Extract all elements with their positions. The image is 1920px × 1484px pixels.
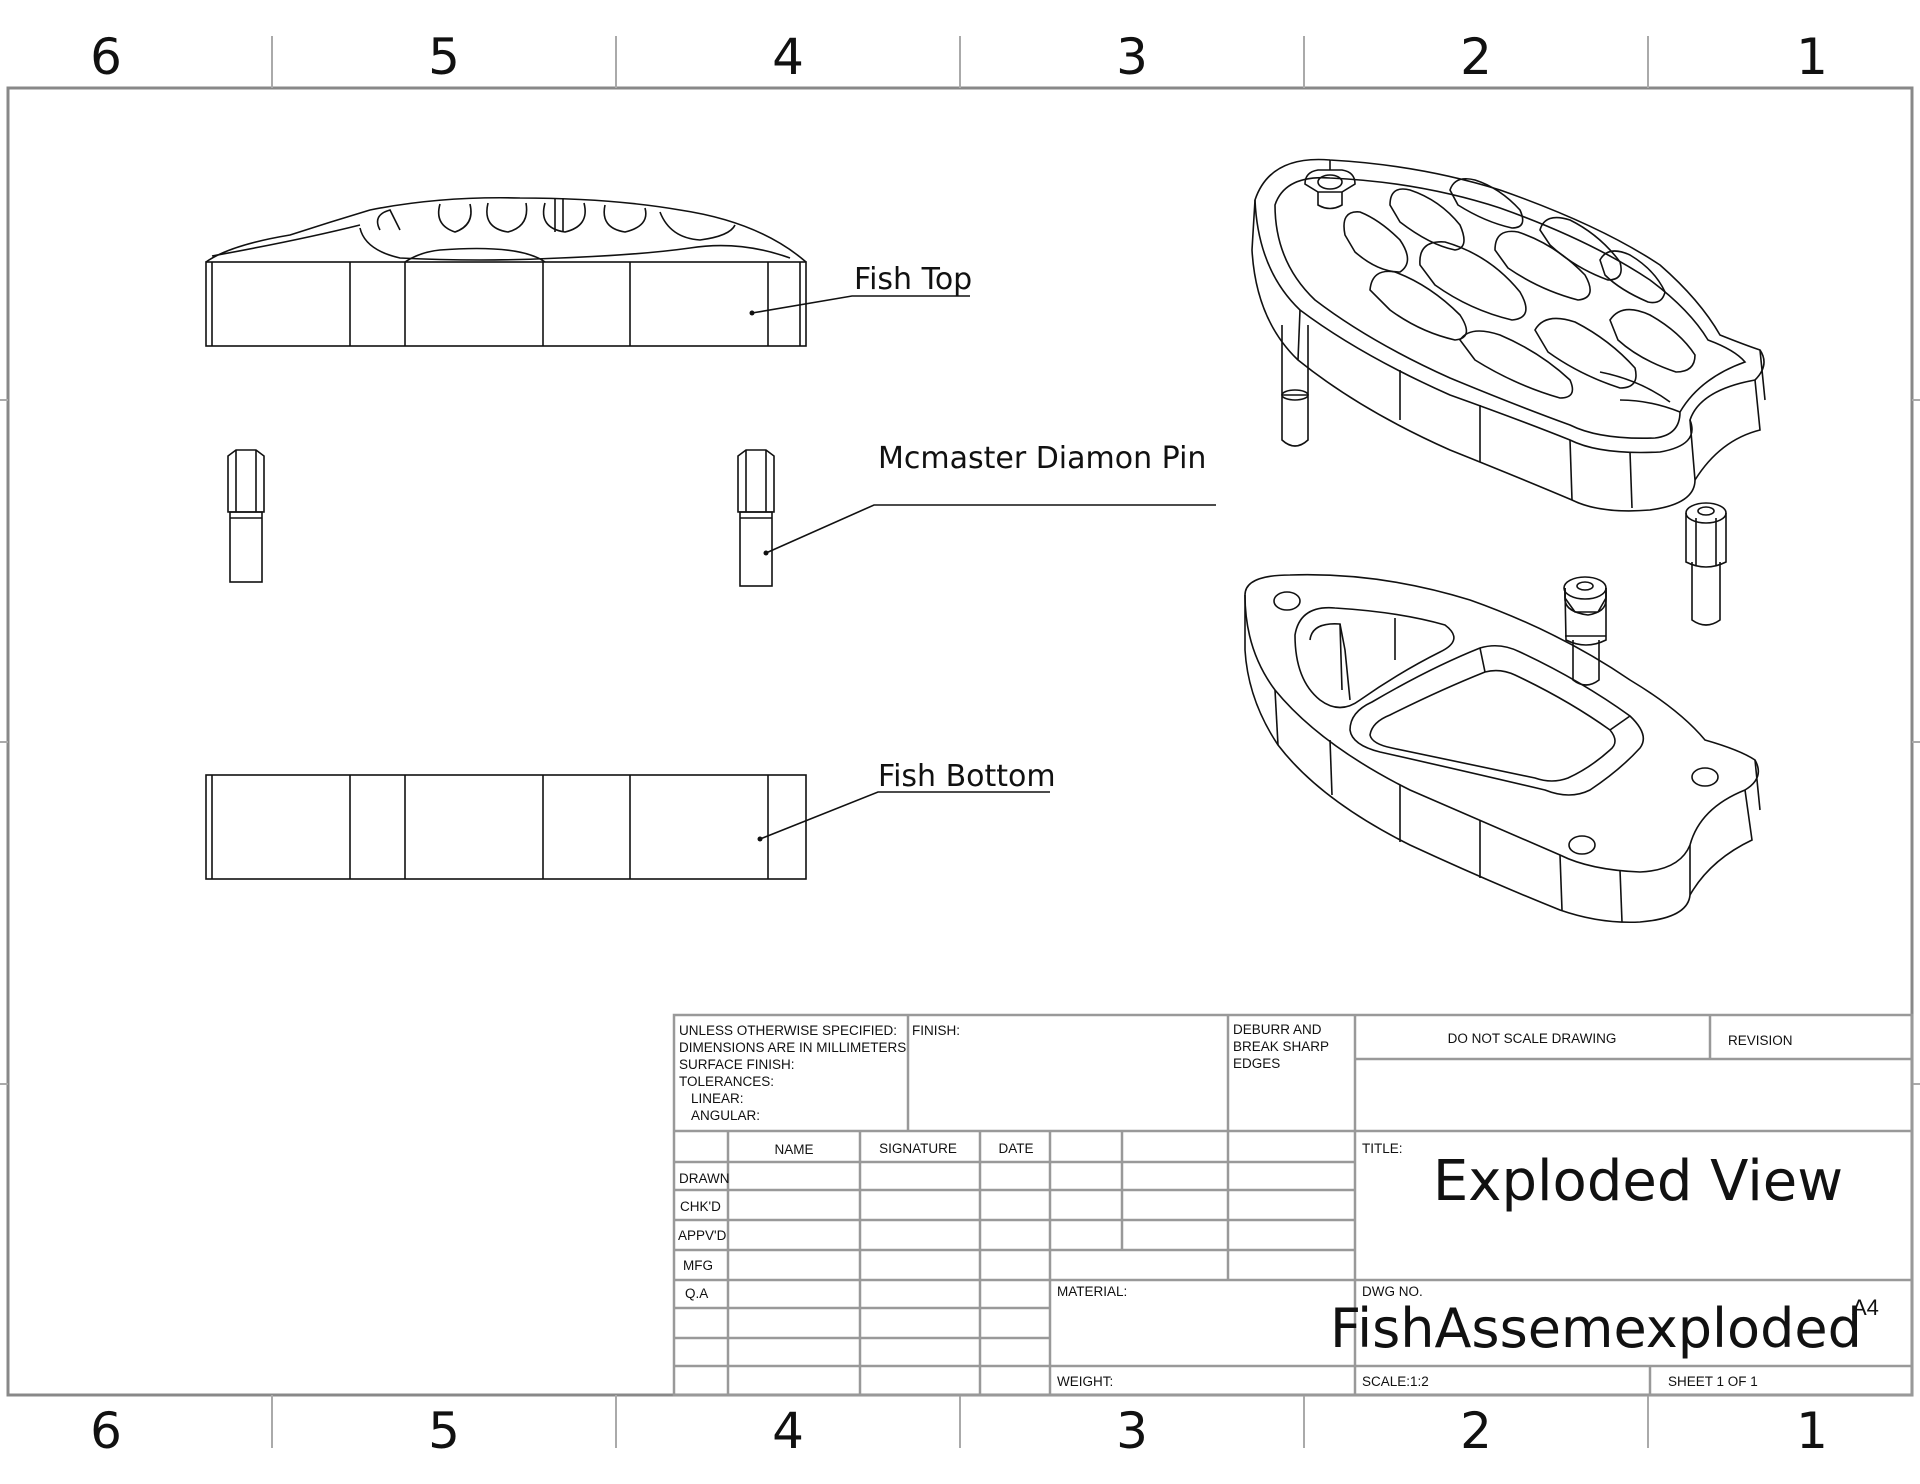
tolerance-line: DIMENSIONS ARE IN MILLIMETERS <box>679 1040 906 1055</box>
weight-label: WEIGHT: <box>1057 1374 1113 1389</box>
callout-fish-bottom: Fish Bottom <box>878 759 1056 794</box>
zone-label: 6 <box>90 1402 122 1460</box>
zone-label: 5 <box>428 1402 460 1460</box>
material-label: MATERIAL: <box>1057 1284 1127 1299</box>
finish-label: FINISH: <box>912 1023 960 1038</box>
fish-bottom-side-view <box>205 774 807 880</box>
tolerance-line: UNLESS OTHERWISE SPECIFIED: <box>679 1023 897 1038</box>
zone-label: 4 <box>772 1402 804 1460</box>
zone-ticks <box>0 36 1920 1448</box>
drawing-number: FishAssemexploded <box>1330 1297 1862 1360</box>
zone-label: 1 <box>1796 1402 1828 1460</box>
sheet-number: SHEET 1 OF 1 <box>1668 1374 1758 1389</box>
deburr-line: EDGES <box>1233 1056 1280 1071</box>
do-not-scale-note: DO NOT SCALE DRAWING <box>1448 1031 1617 1046</box>
zone-label: 2 <box>1460 1402 1492 1460</box>
row-label: CHK'D <box>680 1199 721 1214</box>
fish-bottom-isometric <box>1244 573 1761 924</box>
fish-top-side-view <box>205 196 807 347</box>
callout-fish-top: Fish Top <box>854 262 972 297</box>
tolerance-line: LINEAR: <box>691 1091 744 1106</box>
pin-left <box>227 449 265 583</box>
zone-label: 4 <box>772 28 804 86</box>
sheet-size: A4 <box>1852 1295 1879 1320</box>
callout-pin: Mcmaster Diamon Pin <box>878 441 1206 476</box>
zone-label: 1 <box>1796 28 1828 86</box>
zone-label: 6 <box>90 28 122 86</box>
revision-label: REVISION <box>1728 1033 1793 1048</box>
zone-label: 3 <box>1116 1402 1148 1460</box>
fish-bottom-callout: Fish Bottom <box>757 759 1056 842</box>
pin-right <box>737 449 775 587</box>
row-label: DRAWN <box>679 1171 730 1186</box>
row-label: APPV'D <box>678 1228 727 1243</box>
pin-isometric-center <box>1563 576 1607 686</box>
zone-label: 2 <box>1460 28 1492 86</box>
column-header: DATE <box>998 1141 1033 1156</box>
title-block: UNLESS OTHERWISE SPECIFIED: DIMENSIONS A… <box>672 1013 1914 1397</box>
title-label: TITLE: <box>1362 1141 1403 1156</box>
zone-labels-top: 6 5 4 3 2 1 <box>90 28 1828 86</box>
dwg-no-label: DWG NO. <box>1362 1284 1423 1299</box>
fish-top-callout: Fish Top <box>749 262 972 316</box>
pin-callout: Mcmaster Diamon Pin <box>763 441 1216 556</box>
zone-label: 5 <box>428 28 460 86</box>
tolerance-line: SURFACE FINISH: <box>679 1057 795 1072</box>
column-header: SIGNATURE <box>879 1141 957 1156</box>
column-header: NAME <box>774 1142 813 1157</box>
drawing-title: Exploded View <box>1433 1149 1843 1214</box>
row-label: MFG <box>683 1258 713 1273</box>
zone-label: 3 <box>1116 28 1148 86</box>
deburr-line: BREAK SHARP <box>1233 1039 1329 1054</box>
pin-isometric-right <box>1685 502 1727 626</box>
deburr-line: DEBURR AND <box>1233 1022 1322 1037</box>
tolerance-line: ANGULAR: <box>691 1108 760 1123</box>
fish-top-isometric <box>1251 158 1766 512</box>
scale-label: SCALE:1:2 <box>1362 1374 1429 1389</box>
zone-labels-bottom: 6 5 4 3 2 1 <box>90 1402 1828 1460</box>
row-label: Q.A <box>685 1286 708 1301</box>
tolerance-line: TOLERANCES: <box>679 1074 774 1089</box>
